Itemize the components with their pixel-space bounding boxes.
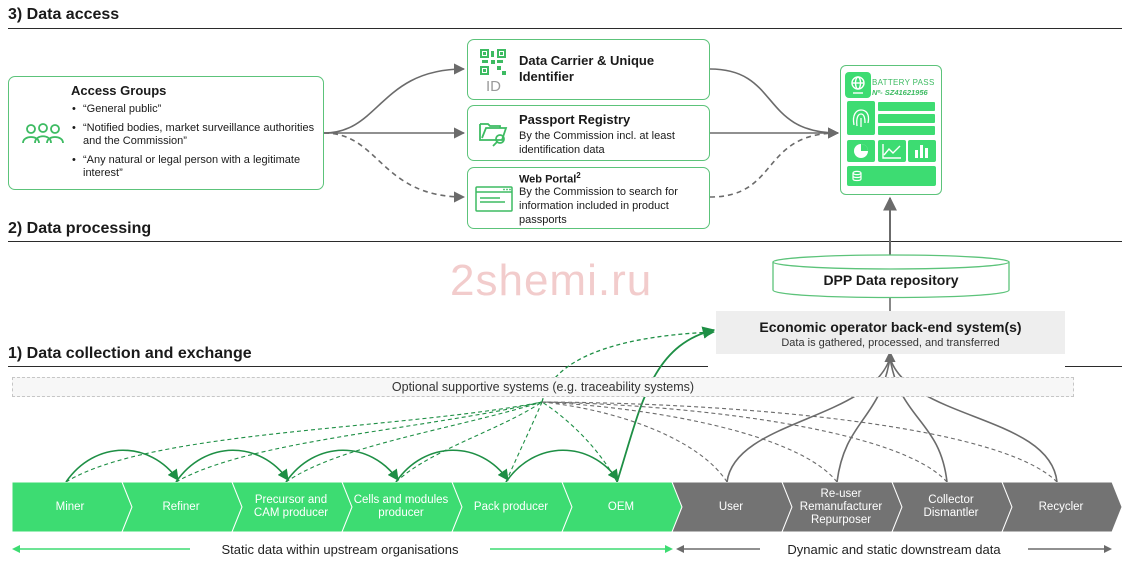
chain-step-user: User [718, 500, 744, 513]
repository-cylinder [772, 254, 1010, 299]
value-chain [11, 482, 1123, 532]
chain-step-pack: Pack producer [473, 500, 549, 513]
list-item: “Any natural or legal person with a legi… [72, 154, 323, 180]
pie-chart-icon [847, 140, 875, 162]
passport-registry-card: Passport Registry By the Commission incl… [467, 105, 710, 161]
downstream-range-label: Dynamic and static downstream data [787, 542, 1001, 557]
access-groups-title: Access Groups [71, 83, 167, 98]
watermark: 2shemi.ru [450, 256, 653, 305]
list-item: “General public” [72, 103, 323, 116]
database-icon [852, 170, 862, 182]
folder-search-icon [479, 123, 508, 147]
section-title-data-processing: 2) Data processing [8, 220, 152, 237]
upstream-range-label: Static data within upstream organisation… [221, 542, 459, 557]
battery-pass-panel: BATTERY PASS Nº- SZ41621956 [840, 65, 942, 195]
section-divider [1065, 366, 1122, 367]
repository-label: DPP Data repository [823, 272, 959, 288]
fingerprint-icon [847, 101, 875, 135]
chain-step-miner: Miner [55, 500, 85, 513]
backend-box: Economic operator back-end system(s) Dat… [716, 311, 1065, 354]
access-groups-list: “General public” “Notified bodies, marke… [71, 103, 323, 186]
optional-systems-bar: Optional supportive systems (e.g. tracea… [12, 377, 1074, 397]
web-portal-title: Web Portal [519, 173, 577, 186]
globe-phone-icon [845, 72, 871, 98]
web-portal-card: Web Portal2 By the Commission to search … [467, 167, 710, 229]
pass-row [878, 114, 935, 123]
chain-step-reuser: Re-user Remanufacturer Repurposer [799, 487, 883, 526]
database-row [847, 166, 936, 186]
chain-step-recycler: Recycler [1038, 500, 1084, 513]
chain-step-cells: Cells and modules producer [353, 494, 449, 519]
backend-title: Economic operator back-end system(s) [759, 319, 1022, 335]
chain-step-precursor: Precursor and CAM producer [253, 494, 329, 519]
web-portal-title-wrap: Web Portal2 [519, 171, 581, 186]
list-item: “Notified bodies, market surveillance au… [72, 122, 323, 148]
chain-step-refiner: Refiner [162, 500, 200, 513]
battery-pass-number: Nº- SZ41621956 [872, 88, 928, 97]
access-groups-box: Access Groups “General public” “Notified… [8, 76, 324, 190]
web-portal-footnote: 2 [576, 171, 581, 180]
data-carrier-title: Data Carrier & Unique Identifier [519, 53, 655, 84]
passport-registry-title: Passport Registry [519, 112, 631, 127]
people-icon [22, 123, 64, 144]
section-title-data-access: 3) Data access [8, 6, 120, 23]
section-divider [8, 28, 1122, 29]
chain-step-oem: OEM [607, 500, 635, 513]
backend-subtitle: Data is gathered, processed, and transfe… [781, 337, 1000, 349]
passport-registry-text: By the Commission incl. at least identif… [519, 130, 675, 156]
section-divider [8, 366, 708, 367]
battery-pass-title: BATTERY PASS [872, 78, 935, 87]
web-portal-text: By the Commission to search for informat… [519, 186, 678, 226]
data-carrier-card: ID Data Carrier & Unique Identifier [467, 39, 710, 100]
section-title-data-collection: 1) Data collection and exchange [8, 345, 252, 362]
line-chart-icon [878, 140, 906, 162]
bar-chart-icon [908, 140, 936, 162]
pass-row [878, 102, 935, 111]
browser-window-icon [475, 186, 513, 212]
id-label: ID [486, 78, 501, 95]
pass-row [878, 126, 935, 135]
qr-code-icon [480, 49, 506, 75]
section-divider [8, 241, 1122, 242]
chain-step-collector: Collector Dismantler [923, 494, 979, 519]
